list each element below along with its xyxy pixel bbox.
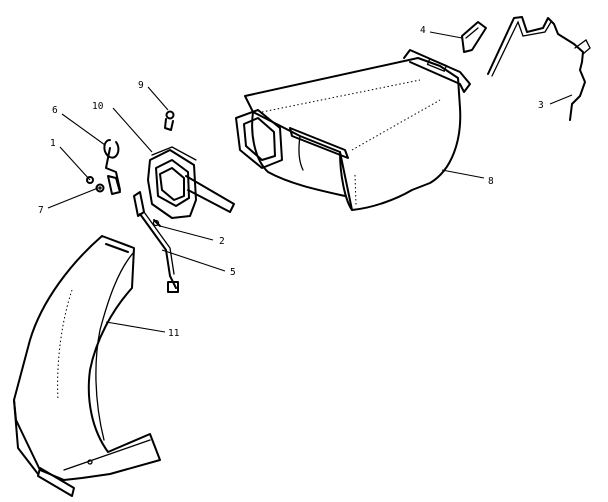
callout-10: 10	[92, 101, 104, 112]
wire-rod-part-3	[487, 16, 591, 121]
callout-labels: 1 2 3 4 5 6 7 8 9 10 11	[38, 25, 544, 339]
bolt-part-9	[164, 110, 175, 131]
callout-8: 8	[488, 176, 494, 187]
callout-3: 3	[538, 100, 544, 111]
screw-part-2	[152, 219, 161, 227]
callout-7: 7	[38, 205, 44, 216]
callout-2: 2	[219, 236, 225, 247]
callout-5: 5	[230, 267, 236, 278]
callout-1: 1	[50, 138, 56, 149]
hook-part-6	[103, 139, 121, 195]
chute-housing-part-8	[235, 49, 471, 211]
washer-part-7	[95, 183, 105, 193]
leader-lines	[47, 31, 573, 333]
callout-4: 4	[420, 25, 426, 36]
callout-6: 6	[52, 105, 58, 116]
control-rod-part-5	[133, 191, 179, 293]
callout-9: 9	[138, 80, 144, 91]
deflector-adapter-part-10	[147, 146, 235, 219]
discharge-spout-part-11	[13, 235, 161, 497]
clip-part-4	[461, 21, 487, 53]
nut-part-1	[86, 176, 94, 184]
callout-11: 11	[168, 328, 180, 339]
